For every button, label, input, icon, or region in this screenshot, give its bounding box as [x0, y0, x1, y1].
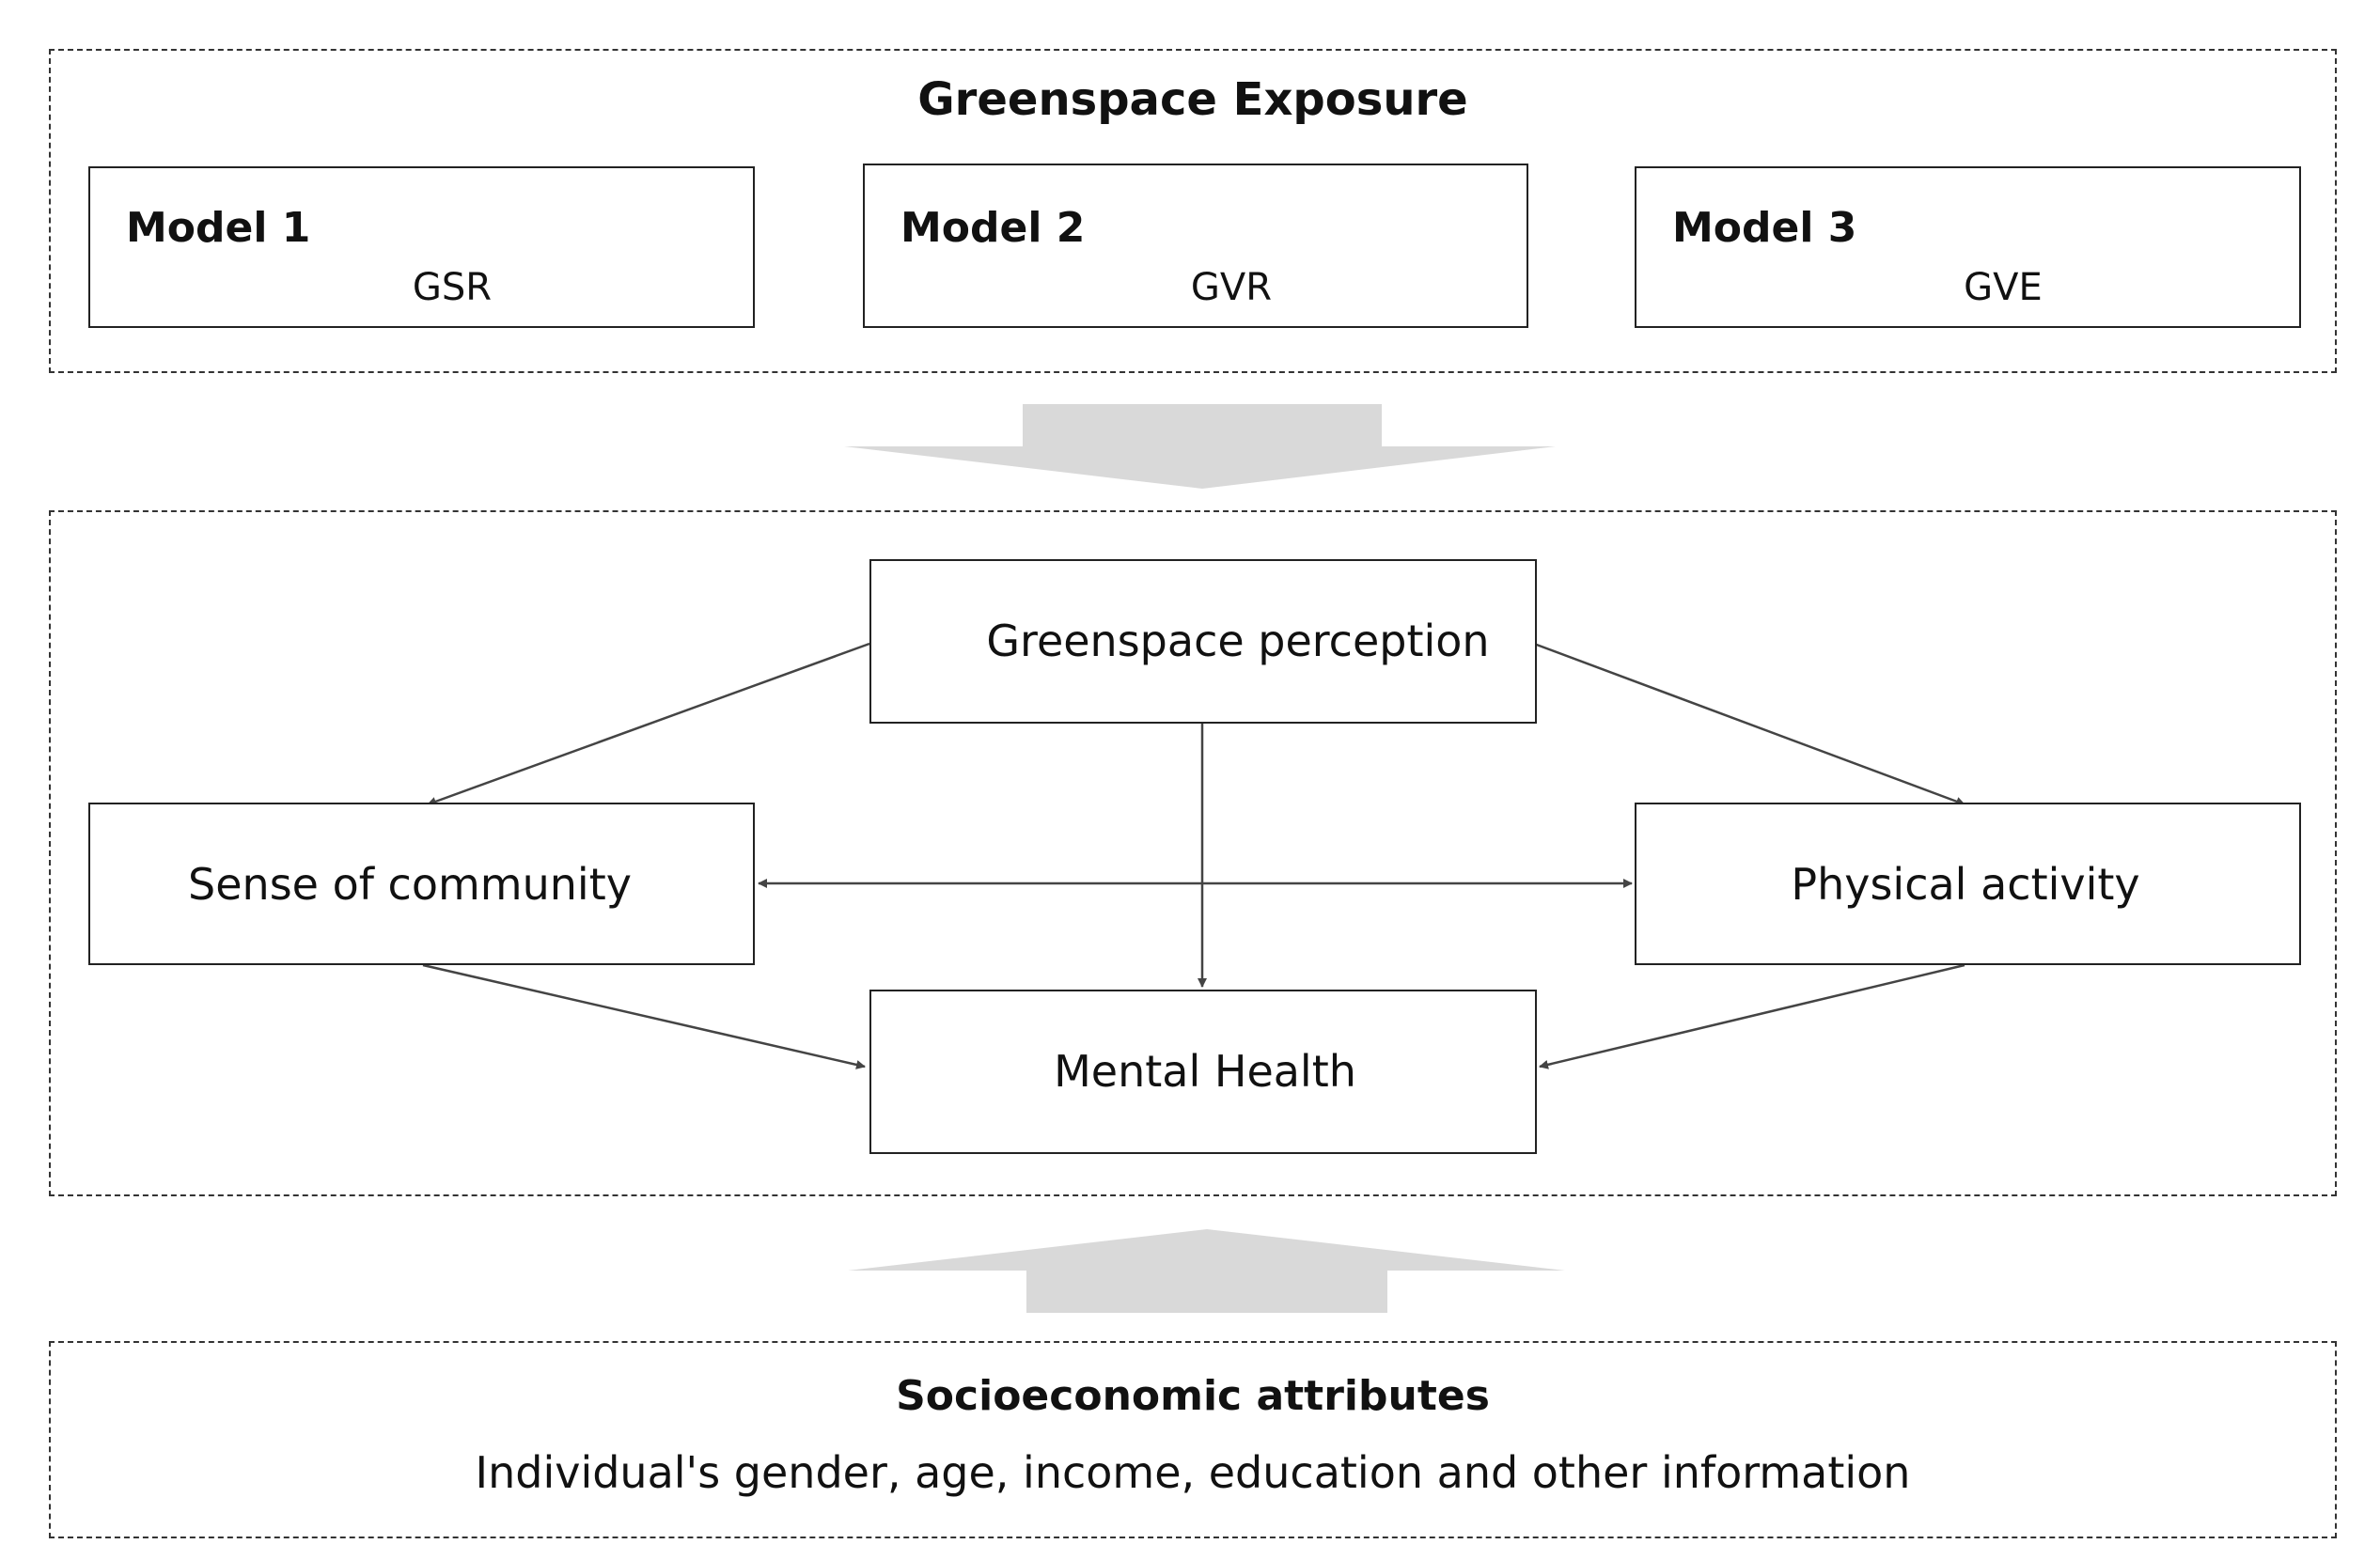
mental-health-label: Mental Health [1054, 1046, 1356, 1097]
arrow-community-to-mental [422, 963, 866, 1069]
sense-of-community-label: Sense of community [188, 859, 632, 910]
model-1-metric: GSR [412, 266, 493, 309]
socioeconomic-group [49, 1341, 2337, 1538]
sense-of-community-box: Sense of community [88, 803, 755, 965]
arrow-perception-to-community [427, 642, 870, 806]
model-2-label: Model 2 [900, 204, 1086, 252]
greenspace-exposure-title: Greenspace Exposure [917, 73, 1468, 126]
model-3-metric: GVE [1964, 266, 2043, 309]
mental-health-box: Mental Health [869, 990, 1537, 1154]
socioeconomic-description: Individual's gender, age, income, educat… [475, 1447, 1911, 1498]
socioeconomic-title: Socioeconomic attributes [896, 1372, 1490, 1420]
greenspace-exposure-group [49, 49, 2337, 373]
pathway-group [49, 510, 2337, 1196]
arrow-perception-to-activity [1533, 642, 1965, 806]
model-2-box: Model 2 GVR [863, 164, 1528, 328]
physical-activity-label: Physical activity [1791, 859, 2140, 910]
model-3-box: Model 3 GVE [1635, 166, 2301, 328]
model-1-box: Model 1 GSR [88, 166, 755, 328]
big-down-arrow [844, 404, 1556, 489]
model-2-metric: GVR [1190, 266, 1273, 309]
arrow-activity-to-mental [1539, 963, 1965, 1069]
greenspace-perception-box: Greenspace perception [869, 559, 1537, 724]
model-3-label: Model 3 [1672, 204, 1857, 252]
big-up-arrow [848, 1229, 1565, 1313]
greenspace-perception-label: Greenspace perception [986, 616, 1490, 666]
physical-activity-box: Physical activity [1635, 803, 2301, 965]
model-1-label: Model 1 [126, 204, 311, 252]
